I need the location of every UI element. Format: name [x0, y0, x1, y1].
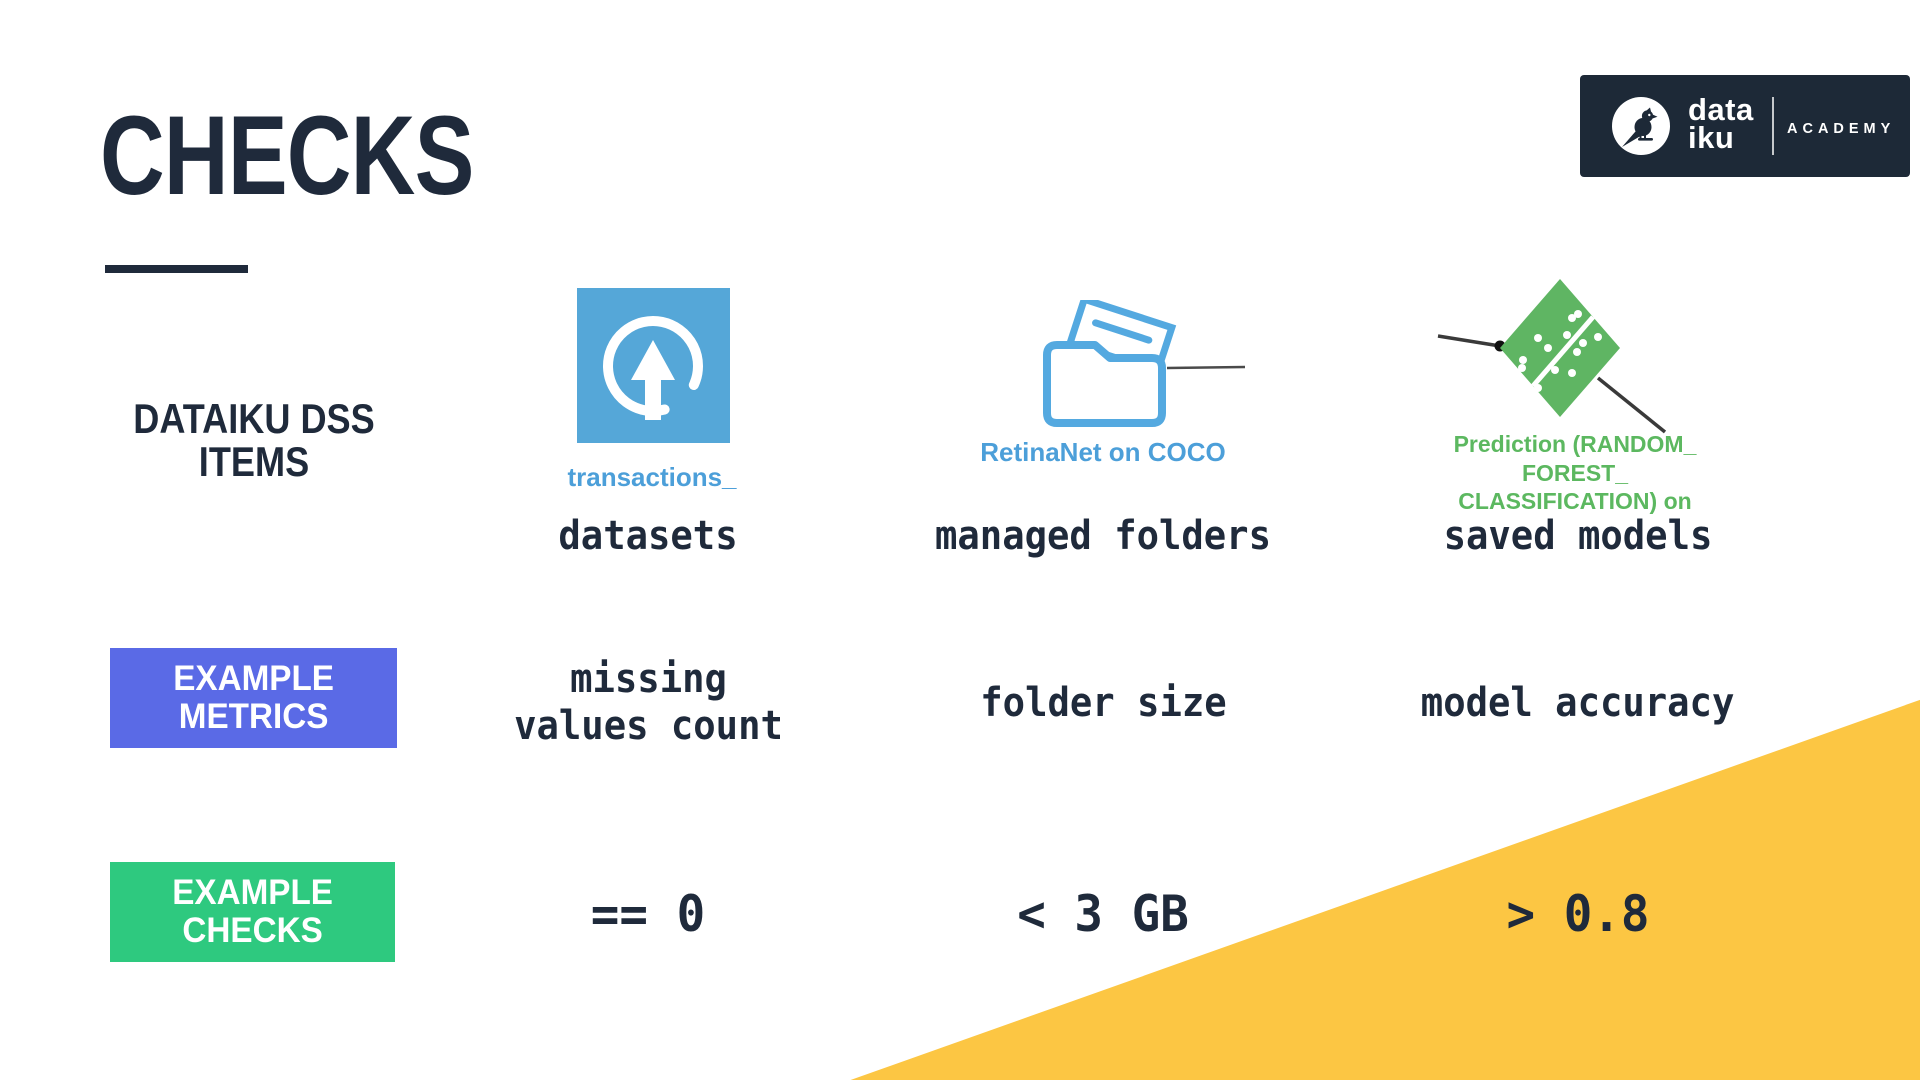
metric-missing-values-text: missing values count — [513, 656, 783, 749]
folder-name-label: RetinaNet on COCO — [980, 437, 1226, 467]
dataset-upload-icon — [577, 288, 730, 443]
metric-model-accuracy-text: model accuracy — [1421, 679, 1735, 726]
example-metrics-label: EXAMPLE METRICS — [173, 659, 334, 736]
logo-academy-label: ACADEMY — [1787, 121, 1896, 137]
model-name-label: Prediction (RANDOM_ FOREST_ CLASSIFICATI… — [1453, 431, 1697, 514]
dataiku-academy-logo: data iku ACADEMY — [1580, 75, 1910, 177]
metric-missing-values: missing values count — [448, 655, 848, 751]
metric-model-accuracy: model accuracy — [1378, 655, 1778, 751]
check-saved-models: > 0.8 — [1506, 885, 1650, 943]
example-checks-label: EXAMPLE CHECKS — [172, 873, 333, 950]
row-label-example-metrics: EXAMPLE METRICS — [110, 648, 397, 748]
logo-wordmark: data iku — [1688, 92, 1754, 155]
metric-folder-size-text: folder size — [979, 679, 1227, 726]
logo-divider — [1772, 97, 1774, 155]
managed-folder-icon — [1043, 300, 1246, 427]
dataset-name-label: transactions_ — [567, 462, 737, 492]
item-datasets: datasets — [558, 513, 738, 559]
page-title: CHECKS — [100, 93, 474, 218]
item-saved-models: saved models — [1443, 513, 1713, 559]
title-underline — [105, 265, 248, 273]
check-managed-folders: < 3 GB — [1017, 885, 1189, 943]
row-label-example-checks: EXAMPLE CHECKS — [110, 862, 395, 962]
logo-bird-circle — [1612, 97, 1670, 155]
check-datasets: == 0 — [590, 885, 706, 943]
bird-icon — [1622, 107, 1658, 147]
metric-folder-size: folder size — [903, 655, 1303, 751]
row-label-dss-items: DATAIKU DSS ITEMS — [133, 395, 375, 485]
saved-model-icon — [1437, 279, 1667, 434]
item-managed-folders: managed folders — [935, 513, 1271, 559]
